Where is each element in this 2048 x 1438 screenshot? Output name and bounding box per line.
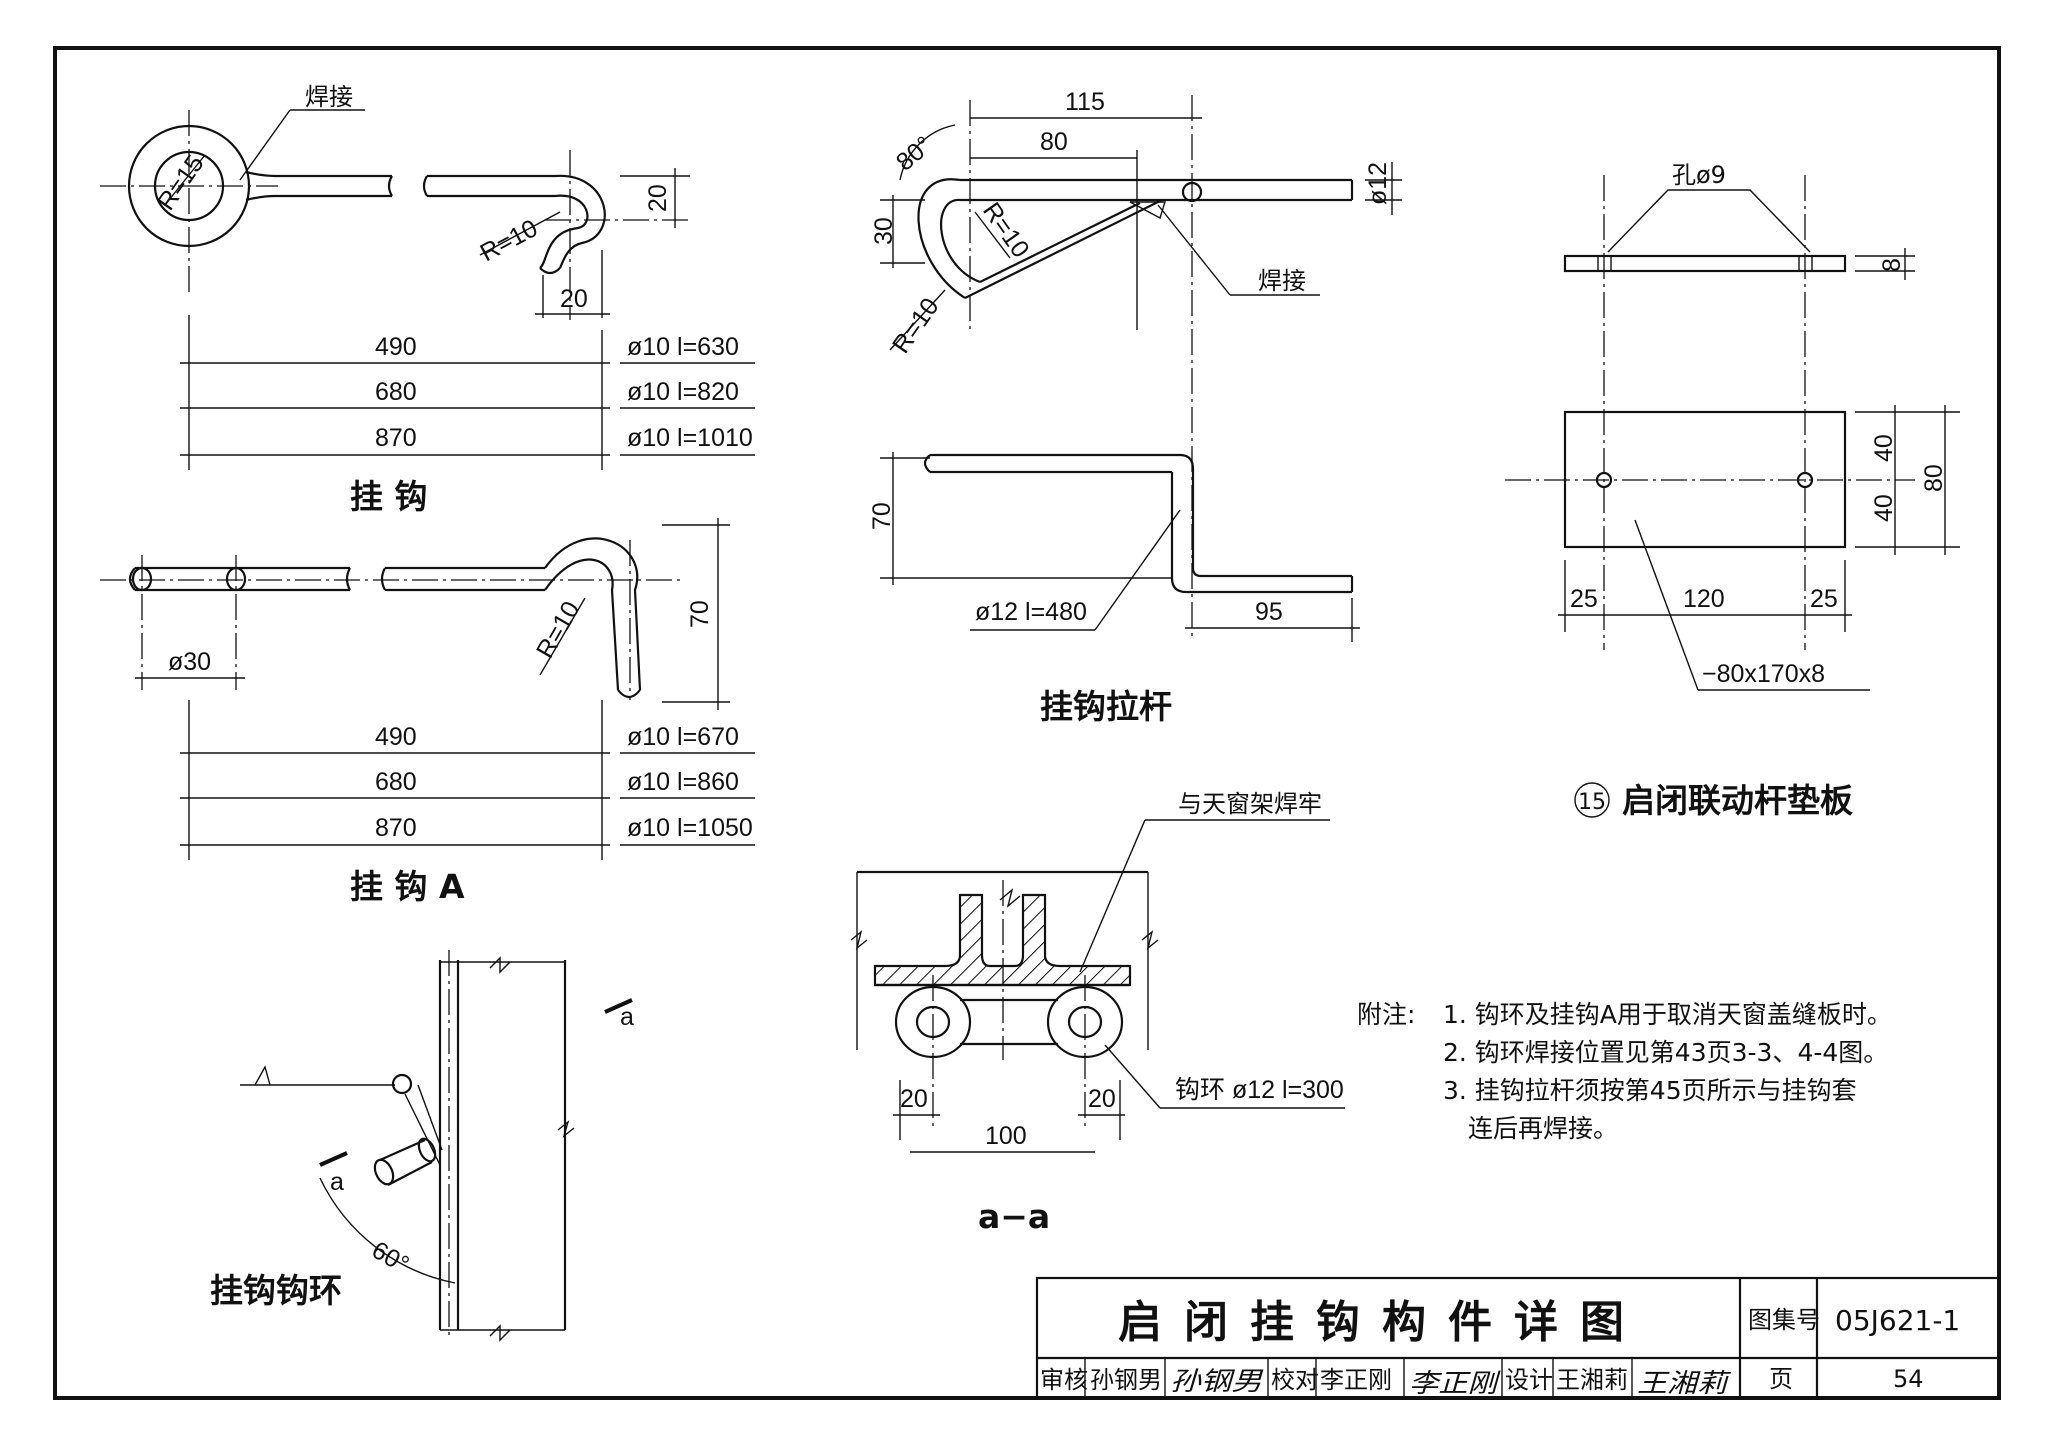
- plate-dim-8: 8: [1878, 258, 1906, 272]
- plate-number: 15: [1578, 790, 1606, 815]
- checker-signature: 李正刚: [1409, 1369, 1501, 1399]
- plate-dim-40a: 40: [1870, 434, 1898, 462]
- hook-weld-label: 焊接: [305, 83, 353, 111]
- atlas-label: 图集号: [1748, 1306, 1820, 1334]
- hook-a-len-1: 490: [375, 723, 417, 751]
- hook-a-dim-30: ø30: [168, 648, 211, 676]
- ring-sec-a1: a: [620, 1003, 634, 1031]
- rod-r10a: R=10: [977, 197, 1035, 263]
- section-dim-20b: 20: [1088, 1085, 1116, 1113]
- page-label: 页: [1769, 1365, 1793, 1393]
- notes-block: 附注: 1. 钩环及挂钩A用于取消天窗盖缝板时。 2. 钩环焊接位置见第43页3…: [1357, 1000, 1892, 1143]
- note-1: 1. 钩环及挂钩A用于取消天窗盖缝板时。: [1443, 1000, 1892, 1029]
- hook-r10-label: R=10: [476, 214, 543, 267]
- section-dim-20a: 20: [900, 1085, 928, 1113]
- hook-ring-detail: 60° a a 挂钩钩环: [210, 950, 634, 1342]
- rod-dim-80: 80: [1040, 128, 1068, 156]
- title-block: 启闭挂钩构件详图 图集号 05J621-1 页 54 审核 孙钢男 孙钢男 校对…: [1035, 1276, 2001, 1400]
- note-4: 连后再焊接。: [1468, 1114, 1618, 1143]
- hook-dim-20b: 20: [560, 285, 588, 313]
- designer-name: 王湘莉: [1556, 1366, 1628, 1394]
- review-label: 审核: [1040, 1366, 1088, 1394]
- design-label: 设计: [1505, 1366, 1553, 1394]
- ring-sec-a2: a: [330, 1168, 344, 1196]
- hook-detail: R=15 焊接 R=10 20 20: [100, 83, 755, 516]
- plate-dim-80: 80: [1920, 464, 1948, 492]
- hook-spec-1: ø10 l=630: [627, 333, 739, 361]
- rod-dim-30: 30: [870, 217, 898, 245]
- section-aa-detail: 与天窗架焊牢 钩环 ø12 l=300 20 20 100 a−a: [850, 790, 1345, 1236]
- atlas-number: 05J621-1: [1835, 1304, 1960, 1337]
- reviewer-signature: 孙钢男: [1170, 1367, 1264, 1397]
- rod-angle-80: 80°: [891, 131, 938, 177]
- plate-caption: 启闭联动杆垫板: [1622, 781, 1853, 820]
- rod-dim-70: 70: [868, 502, 896, 530]
- page-number: 54: [1893, 1365, 1924, 1393]
- hook-a-r10-label: R=10: [531, 597, 585, 663]
- plate-dim-40b: 40: [1870, 494, 1898, 522]
- hook-a-caption: 挂 钩 A: [350, 867, 465, 906]
- ring-caption: 挂钩钩环: [210, 1271, 342, 1310]
- section-ring-spec: 钩环 ø12 l=300: [1175, 1076, 1344, 1104]
- notes-label: 附注:: [1357, 1000, 1415, 1029]
- hook-caption: 挂 钩: [350, 477, 428, 516]
- plate-spec: −80x170x8: [1702, 660, 1825, 688]
- reviewer-name: 孙钢男: [1090, 1366, 1162, 1394]
- hook-len-1: 490: [375, 333, 417, 361]
- hook-a-len-2: 680: [375, 768, 417, 796]
- plate-dim-120: 120: [1683, 585, 1725, 613]
- sheet-border: [53, 46, 2001, 1400]
- check-label: 校对: [1271, 1366, 1319, 1394]
- designer-signature: 王湘莉: [1637, 1369, 1732, 1399]
- hook-a-spec-1: ø10 l=670: [627, 723, 739, 751]
- rod-dim-95: 95: [1255, 598, 1283, 626]
- hook-spec-3: ø10 l=1010: [627, 424, 753, 452]
- plate-dim-25b: 25: [1810, 585, 1838, 613]
- rod-weld-label: 焊接: [1258, 267, 1306, 295]
- checker-name: 李正刚: [1320, 1366, 1392, 1394]
- note-2: 2. 钩环焊接位置见第43页3-3、4-4图。: [1443, 1038, 1888, 1067]
- hook-a-len-3: 870: [375, 814, 417, 842]
- plate-hole-label: 孔ø9: [1672, 161, 1726, 189]
- rod-detail: 115 80 80° 30 R=10 R=10 ø12 焊接 70 95: [868, 88, 1402, 726]
- rod-dim-d12: ø12: [1364, 162, 1392, 205]
- section-weld-note: 与天窗架焊牢: [1178, 790, 1322, 818]
- sheet-title: 启闭挂钩构件详图: [1118, 1297, 1646, 1348]
- note-3: 3. 挂钩拉杆须按第45页所示与挂钩套: [1443, 1076, 1857, 1105]
- hook-a-spec-3: ø10 l=1050: [627, 814, 753, 842]
- hook-a-detail: R=10 70 ø30 490 680 870 ø10 l=670 ø10 l=…: [100, 518, 755, 906]
- plate-dim-25a: 25: [1570, 585, 1598, 613]
- hook-a-spec-2: ø10 l=860: [627, 768, 739, 796]
- rod-dim-115: 115: [1065, 88, 1105, 116]
- section-caption: a−a: [978, 1197, 1050, 1236]
- rod-r10b: R=10: [887, 293, 945, 359]
- rod-spec: ø12 l=480: [975, 598, 1087, 626]
- hook-spec-2: ø10 l=820: [627, 378, 739, 406]
- hook-len-3: 870: [375, 424, 417, 452]
- section-dim-100: 100: [985, 1122, 1027, 1150]
- hook-dim-20a: 20: [644, 184, 672, 212]
- plate-detail: 孔ø9 8 40 40 80 25 120 25 −80x170x8 15 启闭…: [1505, 161, 1960, 820]
- hook-a-dim-70: 70: [686, 600, 714, 628]
- rod-caption: 挂钩拉杆: [1040, 687, 1172, 726]
- ring-angle: 60°: [367, 1236, 414, 1279]
- hook-len-2: 680: [375, 378, 417, 406]
